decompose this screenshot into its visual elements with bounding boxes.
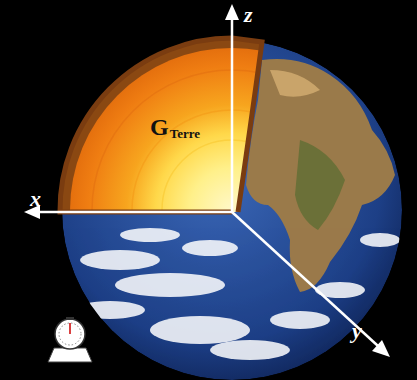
scale-icon xyxy=(48,317,92,362)
axis-label: y xyxy=(352,318,362,344)
centre-label: G xyxy=(150,114,169,141)
axis-label: z xyxy=(244,2,253,28)
axis-label: x xyxy=(30,186,41,212)
centre-subscript: Terre xyxy=(170,126,200,142)
